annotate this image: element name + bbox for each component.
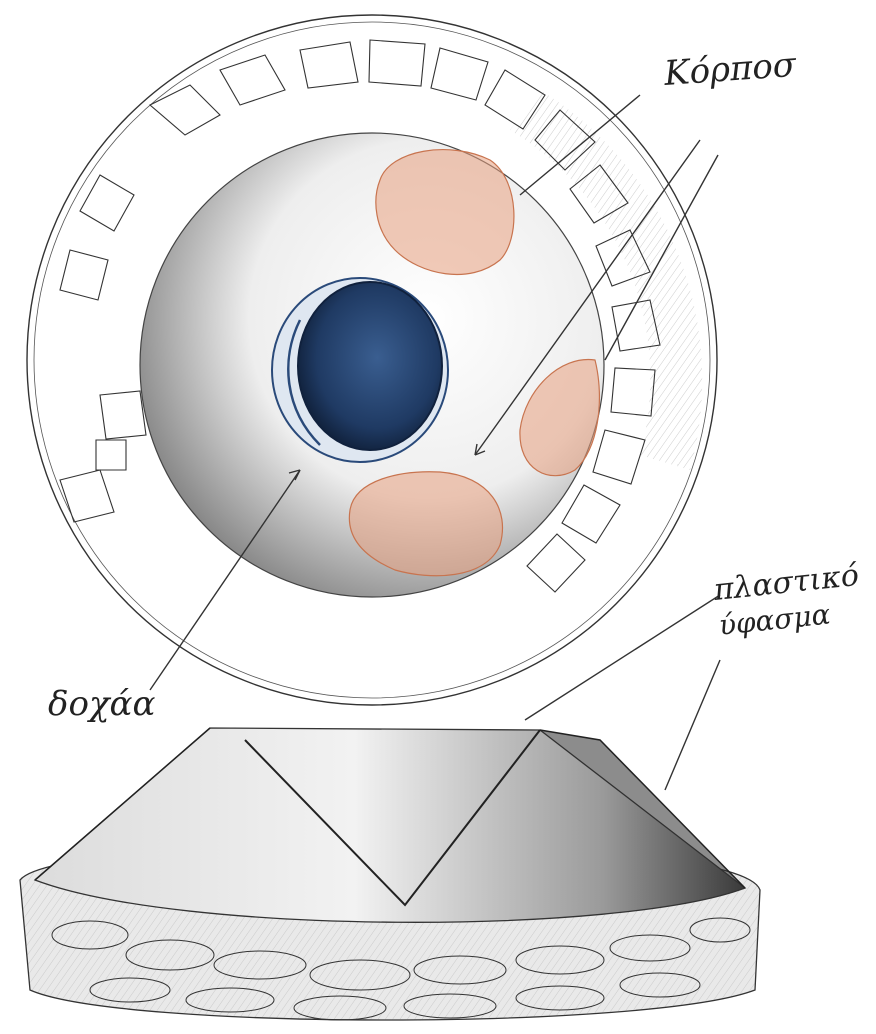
label-ground: δοχάα: [48, 684, 156, 724]
label-fruit: Κόρποσ: [662, 45, 798, 94]
blue-opening: [272, 278, 448, 462]
label-fabric-line1: πλαστικό: [711, 558, 860, 608]
cone-base: [20, 728, 760, 1020]
